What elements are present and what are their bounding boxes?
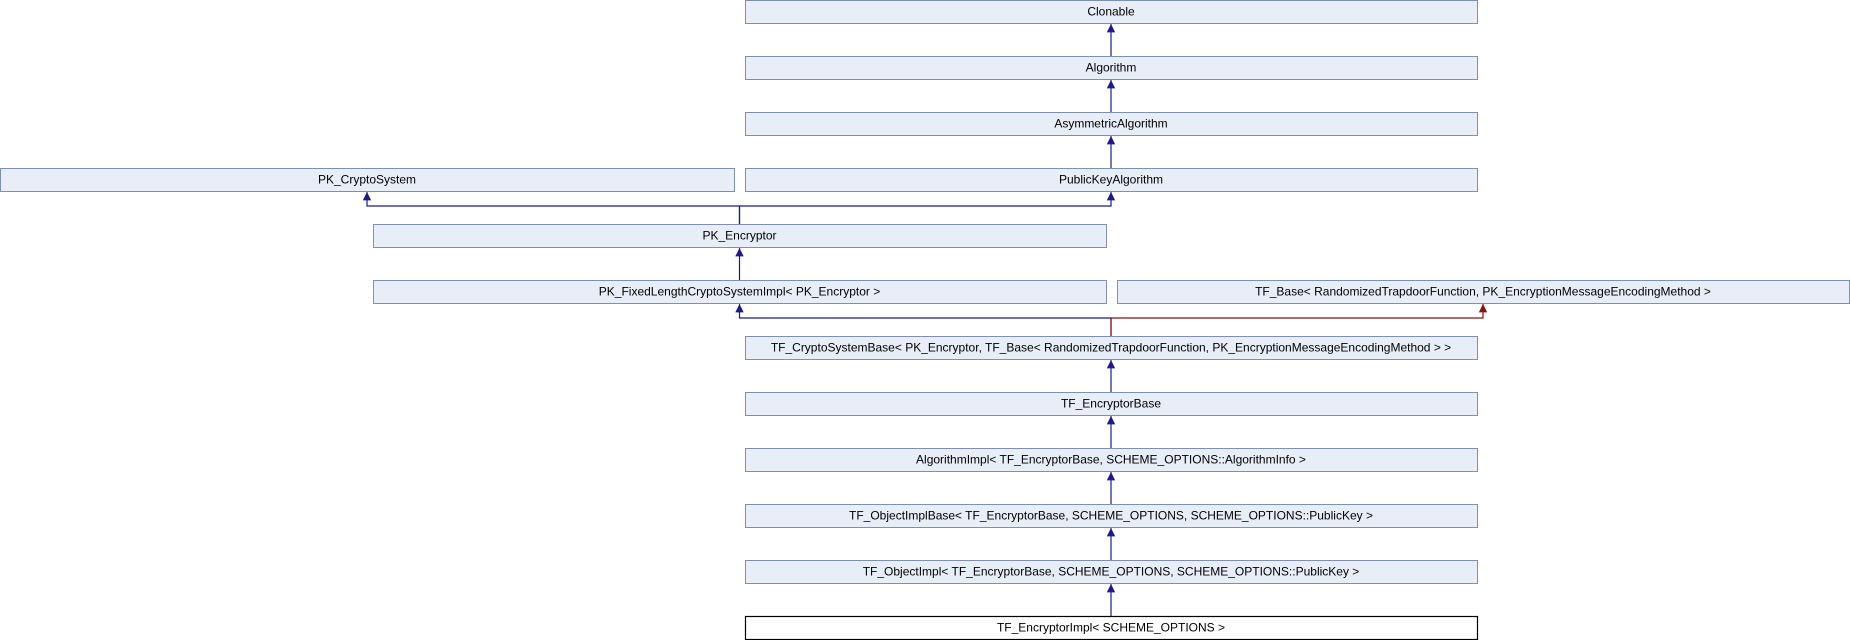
inheritance-edge-pk-encryptor-to-public-key-algorithm — [738, 192, 1116, 224]
class-node-pk-cryptosystem[interactable]: PK_CryptoSystem — [0, 168, 735, 192]
class-label-pk-fixed-length: PK_FixedLengthCryptoSystemImpl< PK_Encry… — [599, 285, 880, 299]
inheritance-edge-tf-cryptosystem-base-to-tf-base — [1110, 304, 1488, 336]
class-node-tf-cryptosystem-base[interactable]: TF_CryptoSystemBase< PK_Encryptor, TF_Ba… — [745, 336, 1478, 360]
class-box-pk-cryptosystem[interactable] — [0, 168, 735, 192]
class-box-clonable[interactable] — [745, 0, 1478, 24]
class-label-pk-cryptosystem: PK_CryptoSystem — [318, 173, 416, 187]
class-box-tf-object-impl-base[interactable] — [745, 504, 1478, 528]
class-box-algorithm-impl[interactable] — [745, 448, 1478, 472]
inheritance-edge-tf-cryptosystem-base-to-pk-fixed-length — [735, 304, 1112, 336]
class-node-pk-fixed-length[interactable]: PK_FixedLengthCryptoSystemImpl< PK_Encry… — [373, 280, 1107, 304]
class-node-algorithm[interactable]: Algorithm — [745, 56, 1478, 80]
class-label-tf-cryptosystem-base: TF_CryptoSystemBase< PK_Encryptor, TF_Ba… — [771, 341, 1451, 355]
class-label-pk-encryptor: PK_Encryptor — [702, 229, 776, 243]
class-node-tf-object-impl-base[interactable]: TF_ObjectImplBase< TF_EncryptorBase, SCH… — [745, 504, 1478, 528]
class-box-pk-encryptor[interactable] — [373, 224, 1107, 248]
class-label-tf-encryptor-base: TF_EncryptorBase — [1061, 397, 1161, 411]
class-box-pk-fixed-length[interactable] — [373, 280, 1107, 304]
class-label-tf-base: TF_Base< RandomizedTrapdoorFunction, PK_… — [1255, 285, 1711, 299]
class-label-tf-object-impl-base: TF_ObjectImplBase< TF_EncryptorBase, SCH… — [849, 509, 1373, 523]
class-label-tf-encryptor-impl: TF_EncryptorImpl< SCHEME_OPTIONS > — [997, 621, 1225, 635]
class-node-algorithm-impl[interactable]: AlgorithmImpl< TF_EncryptorBase, SCHEME_… — [745, 448, 1478, 472]
class-box-tf-encryptor-base[interactable] — [745, 392, 1478, 416]
class-label-public-key-algorithm: PublicKeyAlgorithm — [1059, 173, 1163, 187]
class-label-asymmetric-algorithm: AsymmetricAlgorithm — [1054, 117, 1167, 131]
class-label-clonable: Clonable — [1087, 5, 1135, 19]
class-node-pk-encryptor[interactable]: PK_Encryptor — [373, 224, 1107, 248]
class-node-tf-encryptor-impl[interactable]: TF_EncryptorImpl< SCHEME_OPTIONS > — [744, 615, 1479, 640]
class-node-asymmetric-algorithm[interactable]: AsymmetricAlgorithm — [745, 112, 1478, 136]
class-node-tf-encryptor-base[interactable]: TF_EncryptorBase — [745, 392, 1478, 416]
class-box-tf-object-impl[interactable] — [745, 560, 1478, 584]
class-node-tf-base[interactable]: TF_Base< RandomizedTrapdoorFunction, PK_… — [1117, 280, 1850, 304]
class-node-clonable[interactable]: Clonable — [745, 0, 1478, 24]
class-label-tf-object-impl: TF_ObjectImpl< TF_EncryptorBase, SCHEME_… — [863, 565, 1360, 579]
inheritance-edge-pk-encryptor-to-pk-cryptosystem — [362, 192, 741, 224]
class-label-algorithm: Algorithm — [1086, 61, 1137, 75]
class-box-asymmetric-algorithm[interactable] — [745, 112, 1478, 136]
class-node-public-key-algorithm[interactable]: PublicKeyAlgorithm — [745, 168, 1478, 192]
class-box-public-key-algorithm[interactable] — [745, 168, 1478, 192]
edges-layer — [362, 24, 1488, 616]
class-box-algorithm[interactable] — [745, 56, 1478, 80]
class-label-algorithm-impl: AlgorithmImpl< TF_EncryptorBase, SCHEME_… — [916, 453, 1306, 467]
class-box-tf-cryptosystem-base[interactable] — [745, 336, 1478, 360]
class-node-tf-object-impl[interactable]: TF_ObjectImpl< TF_EncryptorBase, SCHEME_… — [745, 560, 1478, 584]
